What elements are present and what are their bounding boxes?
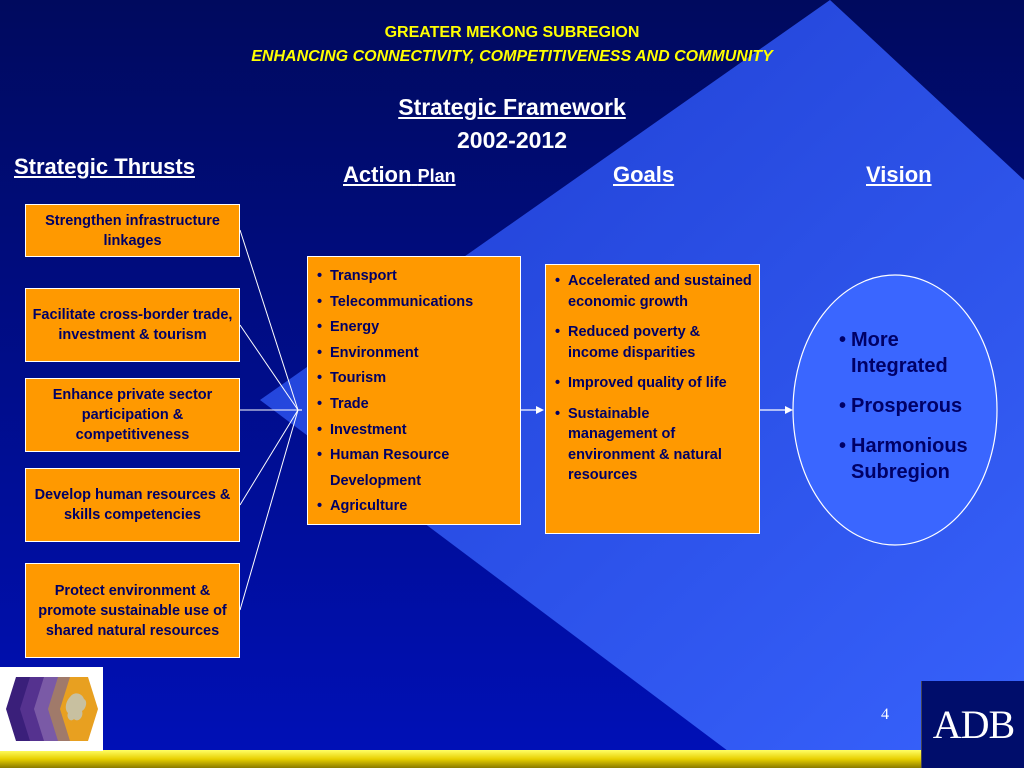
list-item: Human Resource Development [316, 443, 480, 494]
list-item: Tourism [316, 366, 514, 392]
list-item: Prosperous [838, 393, 998, 419]
column-heading-goals: Goals [613, 162, 675, 187]
column-heading-action-plan: Action Plan [343, 162, 456, 188]
list-item: Telecommunications [316, 290, 514, 316]
header-line-2: ENHANCING CONNECTIVITY, COMPETITIVENESS … [251, 48, 773, 65]
thrust-box-5: Protect environment & promote sustainabl… [25, 563, 240, 658]
arrow-goals-to-vision [760, 406, 793, 414]
action-plan-list: Transport Telecommunications Energy Envi… [316, 264, 514, 520]
list-item: Reduced poverty & income disparities [554, 322, 753, 363]
list-item: Improved quality of life [554, 373, 753, 394]
list-item: Transport [316, 264, 514, 290]
vision-list: More Integrated Prosperous Harmonious Su… [838, 327, 998, 485]
thrust-box-2: Facilitate cross-border trade, investmen… [25, 288, 240, 362]
vision-content: More Integrated Prosperous Harmonious Su… [838, 327, 998, 499]
connector-lines [239, 229, 299, 611]
column-heading-thrusts: Strategic Thrusts [14, 154, 195, 179]
list-item: Environment [316, 341, 514, 367]
thrust-text: Protect environment & promote sustainabl… [38, 582, 227, 639]
list-item: Trade [316, 392, 514, 418]
thrust-box-3: Enhance private sector participation & c… [25, 378, 240, 452]
footer-bar [0, 750, 921, 768]
action-word: Action [343, 162, 412, 187]
thrust-box-1: Strengthen infrastructure linkages [25, 204, 240, 257]
framework-years: 2002-2012 [457, 127, 567, 153]
list-item: Energy [316, 315, 514, 341]
thrust-text: Develop human resources & skills compete… [34, 487, 231, 523]
thrust-box-4: Develop human resources & skills compete… [25, 468, 240, 542]
action-plan-box: Transport Telecommunications Energy Envi… [307, 256, 521, 525]
page-number: 4 [881, 706, 889, 723]
arrow-plan-to-goals [521, 406, 544, 414]
list-item: Sustainable management of environment & … [554, 404, 728, 486]
thrust-text: Enhance private sector participation & c… [52, 387, 213, 443]
header-line-1: GREATER MEKONG SUBREGION [384, 24, 640, 41]
thrust-text: Facilitate cross-border trade, investmen… [32, 307, 233, 343]
goals-list: Accelerated and sustained economic growt… [554, 271, 753, 486]
framework-title: Strategic Framework [398, 94, 626, 120]
column-heading-vision: Vision [866, 162, 932, 187]
goals-box: Accelerated and sustained economic growt… [545, 264, 760, 534]
plan-word: Plan [417, 166, 456, 186]
list-item: More Integrated [838, 327, 971, 379]
list-item: Investment [316, 418, 514, 444]
gms-logo-icon [0, 667, 103, 751]
list-item: Harmonious Subregion [838, 433, 991, 485]
list-item: Accelerated and sustained economic growt… [554, 271, 753, 312]
thrust-text: Strengthen infrastructure linkages [45, 212, 220, 249]
adb-logo: ADB [921, 681, 1024, 768]
list-item: Agriculture [316, 494, 514, 520]
